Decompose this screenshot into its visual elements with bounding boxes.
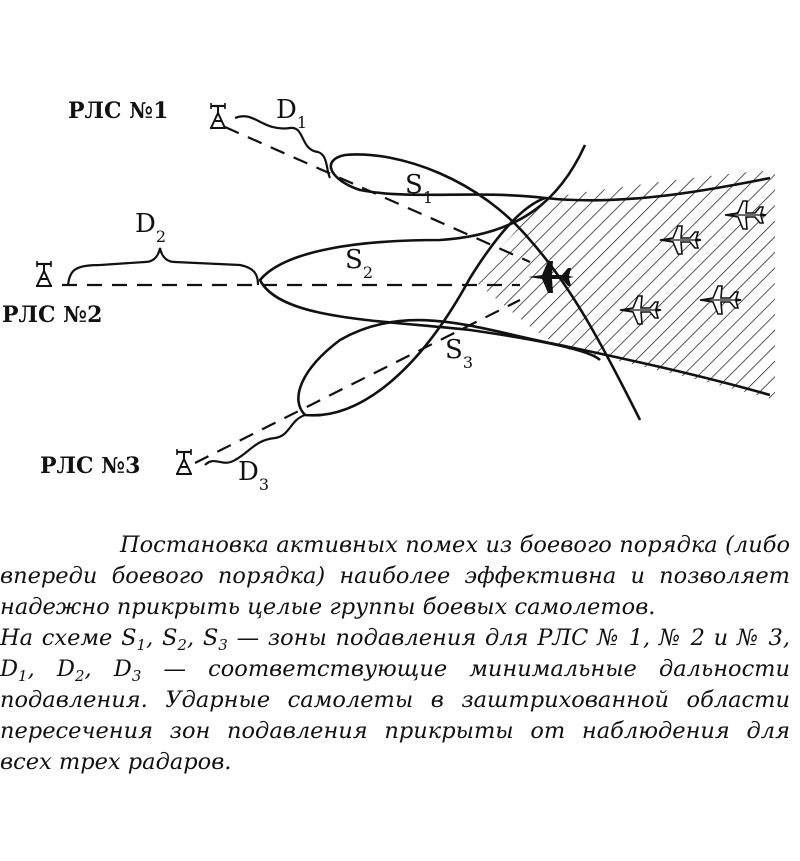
brace-d3: [204, 413, 306, 466]
zone-s2-boundary: [258, 144, 601, 362]
brace-d2: [66, 247, 260, 286]
d2-label: D2: [135, 209, 166, 246]
brace-d1: [234, 115, 332, 179]
hatched-intersection-region: [470, 170, 775, 400]
radar-3-antenna-icon: [174, 447, 194, 476]
s3-label: S3: [445, 335, 473, 372]
jamming-diagram: РЛС №1 РЛС №2 РЛС №3 D1 D2 D3 S1 S2 S3: [2, 95, 775, 494]
radar-3-label: РЛС №3: [40, 453, 140, 479]
radar-1-antenna-icon: [208, 101, 228, 130]
beam-radar-3: [194, 299, 521, 464]
figure-caption: Постановка активных помех из боевого пор…: [0, 530, 790, 778]
caption-paragraph-1: Постановка активных помех из боевого пор…: [0, 532, 790, 620]
s1-label: S1: [405, 170, 433, 207]
radar-2-label: РЛС №2: [2, 302, 102, 328]
radar-1-label: РЛС №1: [68, 98, 168, 124]
beam-radar-1: [224, 125, 531, 264]
d1-label: D1: [276, 95, 307, 132]
caption-paragraph-2: На схеме S1, S2, S3 — зоны подавления дл…: [0, 625, 791, 775]
s2-label: S2: [345, 245, 373, 282]
d3-label: D3: [238, 457, 269, 494]
zone-s3-boundary: [297, 196, 771, 417]
radar-2-antenna-icon: [34, 259, 54, 288]
